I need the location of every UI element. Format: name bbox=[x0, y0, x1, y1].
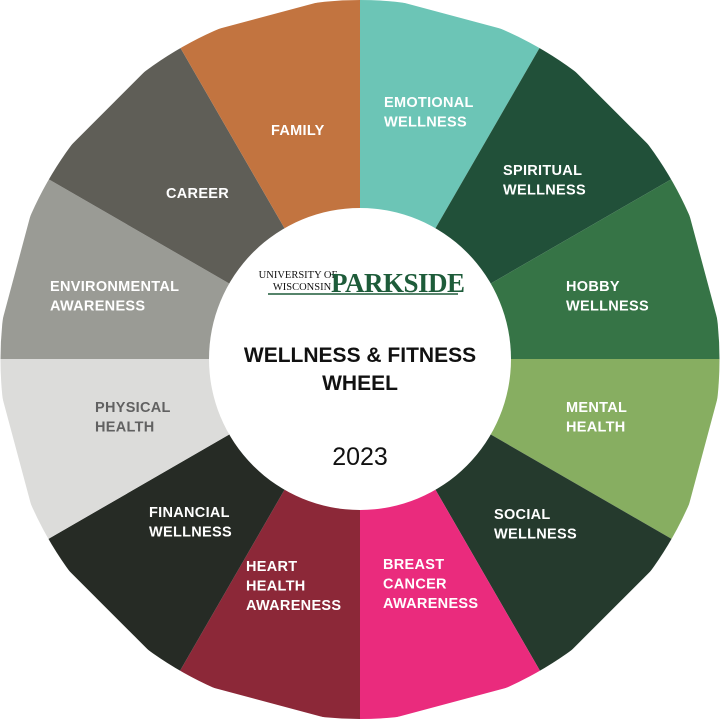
label-line: CANCER bbox=[383, 577, 447, 593]
wheel-labels: EMOTIONAL WELLNESS SPIRITUAL WELLNESS HOBBY W… bbox=[50, 95, 649, 614]
logo-university-of: UNIVERSITY OF bbox=[259, 270, 338, 281]
label-line: SOCIAL bbox=[494, 507, 551, 523]
label-line: CAREER bbox=[166, 186, 229, 202]
wheel-title-line1: WELLNESS & FITNESS bbox=[244, 344, 476, 367]
label-line: FINANCIAL bbox=[149, 505, 230, 521]
label-line: FAMILY bbox=[271, 123, 325, 139]
center-circle bbox=[209, 208, 511, 510]
label-breast-cancer-awareness: BREAST CANCER AWARENESS bbox=[383, 557, 478, 612]
label-line: WELLNESS bbox=[503, 183, 586, 199]
label-line: HEALTH bbox=[246, 579, 306, 595]
label-line: PHYSICAL bbox=[95, 400, 171, 416]
label-mental-health: MENTAL HEALTH bbox=[566, 400, 627, 436]
university-logo: UNIVERSITY OF WISCONSIN PARKSIDE bbox=[259, 268, 465, 298]
label-line: ENVIRONMENTAL bbox=[50, 279, 179, 295]
wheel-year: 2023 bbox=[332, 443, 388, 471]
label-heart-health-awareness: HEART HEALTH AWARENESS bbox=[246, 559, 341, 614]
label-line: HEART bbox=[246, 559, 297, 575]
label-line: AWARENESS bbox=[50, 299, 145, 315]
label-line: AWARENESS bbox=[383, 596, 478, 612]
label-physical-health: PHYSICAL HEALTH bbox=[95, 400, 171, 436]
label-line: HOBBY bbox=[566, 279, 620, 295]
label-emotional-wellness: EMOTIONAL WELLNESS bbox=[384, 95, 474, 131]
wheel-title-line2: WHEEL bbox=[322, 372, 398, 395]
label-line: WELLNESS bbox=[384, 115, 467, 131]
logo-wordmark: PARKSIDE bbox=[331, 268, 465, 298]
label-career: CAREER bbox=[166, 186, 229, 202]
label-line: MENTAL bbox=[566, 400, 627, 416]
label-family: FAMILY bbox=[271, 123, 325, 139]
label-line: WELLNESS bbox=[566, 299, 649, 315]
center-panel: UNIVERSITY OF WISCONSIN PARKSIDE WELLNES… bbox=[209, 208, 511, 510]
label-line: AWARENESS bbox=[246, 598, 341, 614]
label-line: BREAST bbox=[383, 557, 444, 573]
label-line: SPIRITUAL bbox=[503, 163, 582, 179]
logo-wisconsin: WISCONSIN bbox=[273, 282, 332, 293]
label-hobby-wellness: HOBBY WELLNESS bbox=[566, 279, 649, 315]
label-line: HEALTH bbox=[566, 420, 626, 436]
label-environmental-awareness: ENVIRONMENTAL AWARENESS bbox=[50, 279, 179, 315]
label-line: EMOTIONAL bbox=[384, 95, 474, 111]
label-social-wellness: SOCIAL WELLNESS bbox=[494, 507, 577, 543]
label-line: WELLNESS bbox=[149, 525, 232, 541]
label-line: WELLNESS bbox=[494, 527, 577, 543]
label-line: HEALTH bbox=[95, 420, 155, 436]
label-financial-wellness: FINANCIAL WELLNESS bbox=[149, 505, 232, 541]
label-spiritual-wellness: SPIRITUAL WELLNESS bbox=[503, 163, 586, 199]
